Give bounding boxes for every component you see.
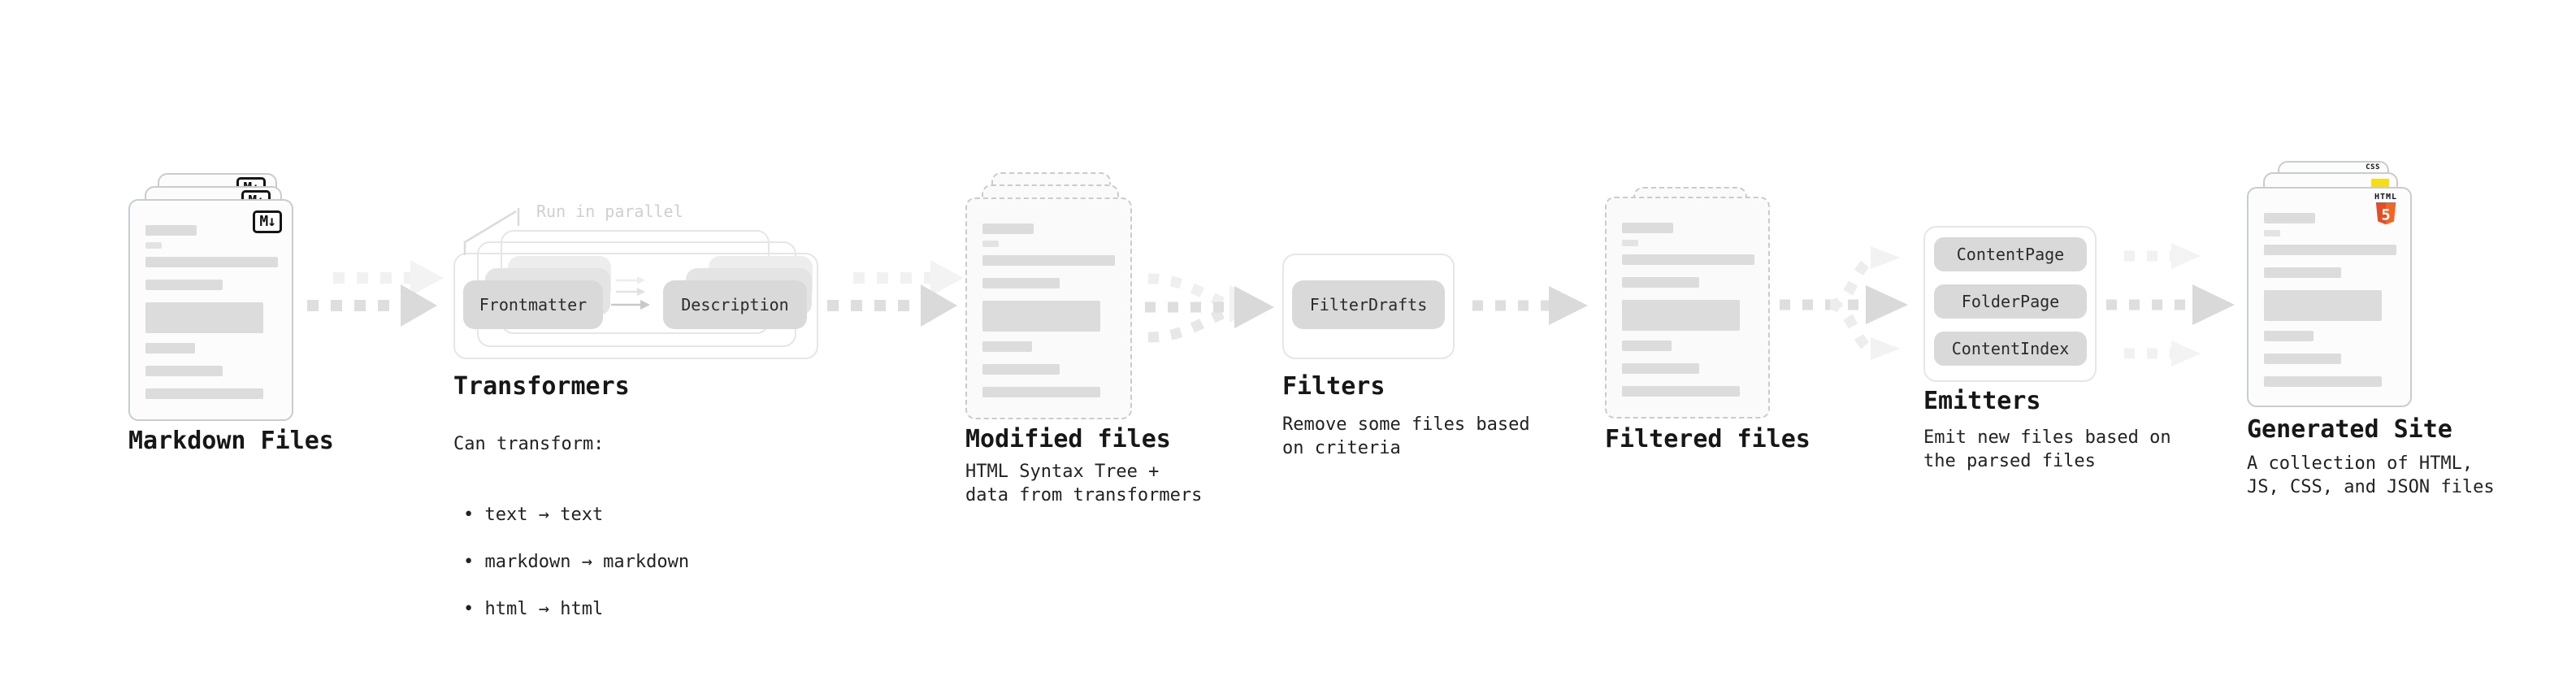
description-pill: Description <box>663 280 807 329</box>
bullet-item: • markdown → markdown <box>463 552 690 572</box>
file-card-front <box>1605 197 1770 419</box>
filtered-files-title: Filtered files <box>1605 425 1811 453</box>
html5-icon: HTML 5 <box>2370 193 2402 229</box>
modified-files-title: Modified files <box>965 425 1171 453</box>
js-icon <box>2371 179 2389 188</box>
bullet-item: • text → text <box>463 505 604 525</box>
arrow-transformers-to-modified <box>827 260 964 327</box>
html5-icon-label: HTML <box>2374 193 2398 202</box>
text-placeholder-bars <box>2264 213 2396 399</box>
css-icon-label: CSS <box>2366 163 2380 171</box>
arrow-modified-to-filters <box>1145 273 1274 343</box>
modified-files-description: HTML Syntax Tree + data from transformer… <box>965 462 1203 505</box>
text-placeholder-bars <box>982 223 1115 410</box>
file-card-front: M↓ <box>128 199 293 421</box>
arrow-filtered-to-emitters <box>1780 246 1908 360</box>
contentpage-pill: ContentPage <box>1934 237 2087 271</box>
emitters-title: Emitters <box>1923 387 2041 415</box>
frontmatter-pill: Frontmatter <box>463 280 603 329</box>
stage-generated-site: CSS HTML 5 <box>2247 161 2442 413</box>
generated-site-title: Generated Site <box>2247 415 2452 444</box>
markdown-file-stack: M↓ M↓ M↓ <box>128 173 323 425</box>
text-placeholder-bars <box>145 225 278 411</box>
html5-shield: 5 <box>2375 202 2396 225</box>
stage-markdown-files: M↓ M↓ M↓ <box>128 173 323 425</box>
file-card-front <box>965 197 1132 419</box>
folderpage-pill: FolderPage <box>1934 284 2087 319</box>
pill-connector-arrows <box>611 276 650 310</box>
filters-description: Remove some files based on criteria <box>1282 414 1530 458</box>
modified-file-stack <box>965 172 1160 424</box>
transformer-container-front <box>453 253 818 359</box>
transformers-description: Can transform: • text → text • markdown … <box>453 409 689 668</box>
generated-site-description: A collection of HTML, JS, CSS, and JSON … <box>2247 453 2495 497</box>
arrow-emitters-to-generated <box>2106 243 2235 367</box>
generated-site-stack: CSS HTML 5 <box>2247 161 2442 413</box>
bullet-item: • html → html <box>463 599 604 619</box>
transformers-desc-heading: Can transform: <box>453 434 605 454</box>
arrow-filters-to-filtered <box>1472 286 1588 325</box>
transformers-bullet-list: • text → text • markdown → markdown • ht… <box>453 479 689 644</box>
markdown-files-title: Markdown Files <box>128 427 334 455</box>
html5-number: 5 <box>2381 207 2390 224</box>
arrow-markdown-to-transformers <box>307 260 444 327</box>
filtered-file-stack <box>1605 187 1800 431</box>
stage-modified-files <box>965 172 1160 424</box>
contentindex-pill: ContentIndex <box>1934 332 2087 366</box>
stage-filtered-files <box>1605 187 1800 431</box>
annotation-leader-line <box>463 208 520 255</box>
filterdrafts-pill: FilterDrafts <box>1292 280 1445 329</box>
markdown-icon: M↓ <box>253 210 282 233</box>
filters-title: Filters <box>1282 372 1386 401</box>
run-in-parallel-annotation: Run in parallel <box>536 202 683 221</box>
transformers-title: Transformers <box>453 372 630 401</box>
text-placeholder-bars <box>1622 223 1754 409</box>
emitters-description: Emit new files based on the parsed files <box>1923 427 2171 471</box>
file-card-html: HTML 5 <box>2247 187 2412 407</box>
